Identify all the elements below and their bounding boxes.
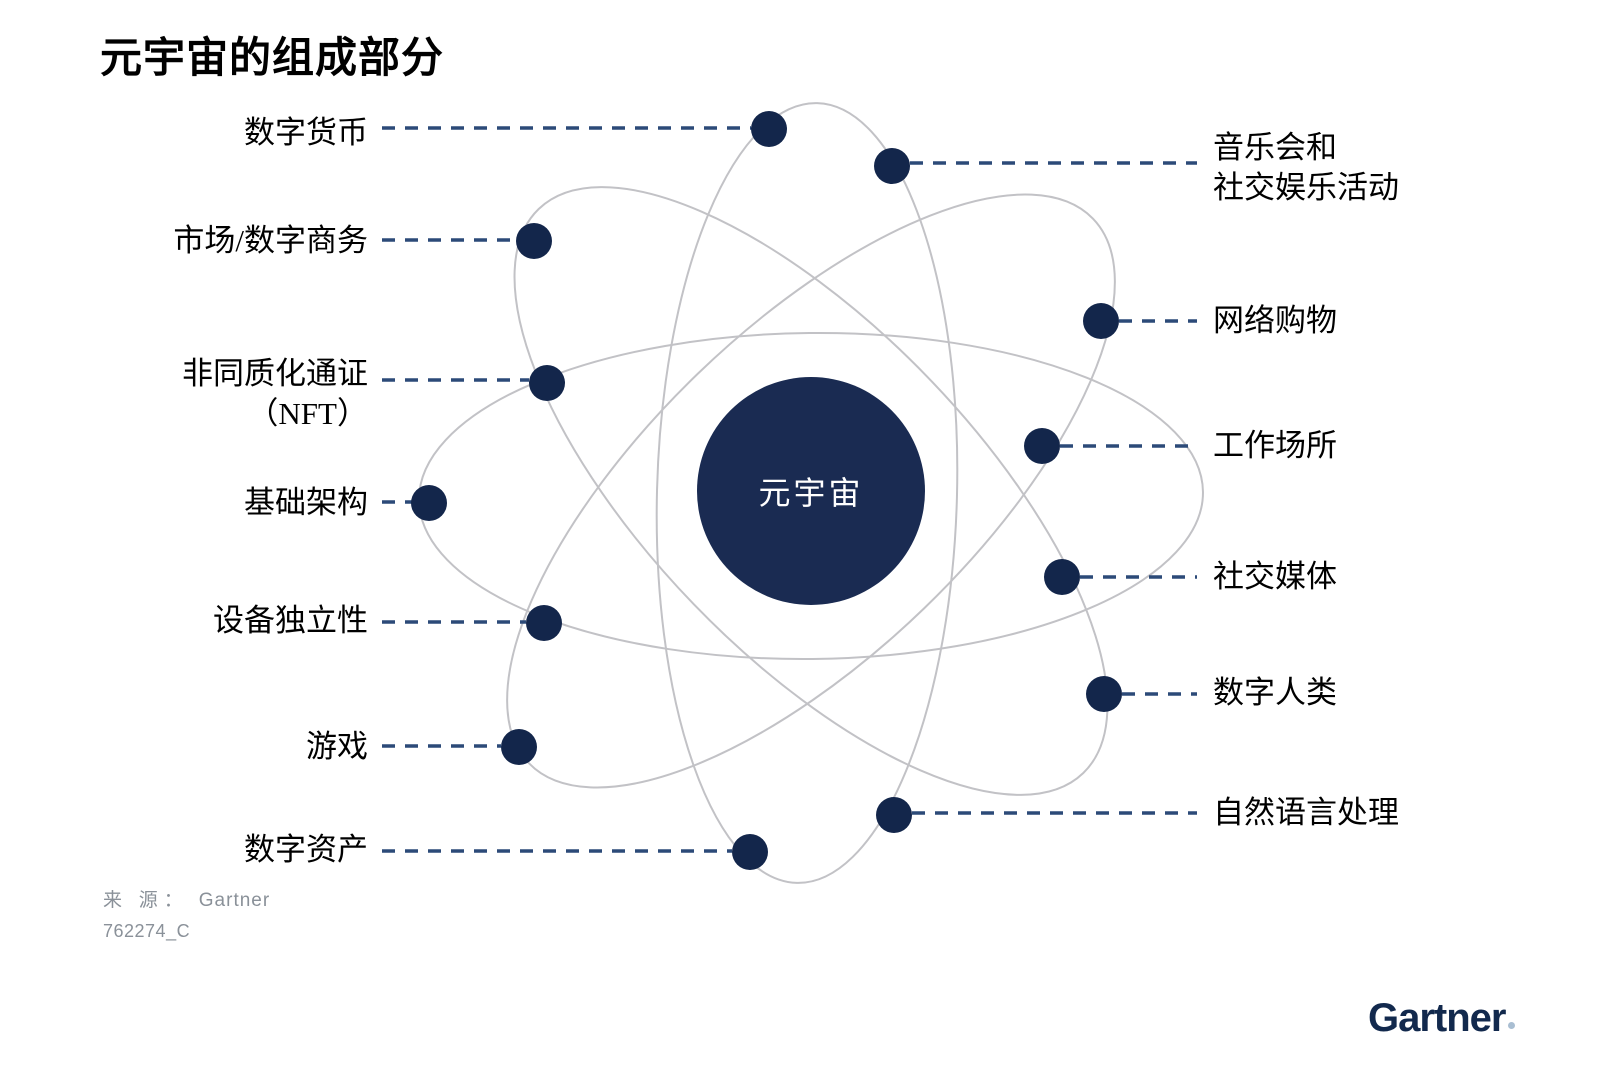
orbit-diagonal-ne — [506, 193, 1116, 789]
label-digital-currency: 数字货币 — [244, 115, 368, 150]
label-social-media: 社交媒体 — [1213, 559, 1337, 594]
label-digital-assets: 数字资产 — [244, 832, 368, 867]
node-dot-infrastructure — [411, 485, 447, 521]
label-nft-line2: （NFT） — [247, 396, 368, 431]
node-dot-marketplace — [516, 223, 552, 259]
node-dot-workplace — [1024, 428, 1060, 464]
connector-group — [382, 126, 1197, 853]
label-online-shopping: 网络购物 — [1213, 303, 1337, 338]
label-nft: 非同质化通证 （NFT） — [182, 354, 368, 434]
label-nlp: 自然语言处理 — [1213, 795, 1399, 830]
node-dot-concerts — [874, 148, 910, 184]
node-dot-digital-humans — [1086, 676, 1122, 712]
label-concerts: 音乐会和 社交娱乐活动 — [1213, 128, 1399, 208]
page-title: 元宇宙的组成部分 — [100, 36, 445, 82]
doc-code: 762274_C — [103, 921, 191, 941]
node-dot-gaming — [501, 729, 537, 765]
orbit-diagonal-nw — [513, 186, 1109, 796]
orbit-vertical — [655, 102, 959, 884]
node-dot-group — [411, 111, 1122, 870]
label-infrastructure: 基础架构 — [244, 485, 368, 520]
gartner-logo-text: Gartner — [1368, 996, 1506, 1040]
label-digital-humans: 数字人类 — [1213, 675, 1337, 710]
node-dot-social-media — [1044, 559, 1080, 595]
registered-mark-icon — [1507, 1022, 1515, 1029]
node-dot-nft — [529, 365, 565, 401]
source-name: Gartner — [198, 890, 271, 911]
node-dot-digital-currency — [751, 111, 787, 147]
node-dot-digital-assets — [732, 834, 768, 870]
label-workplace: 工作场所 — [1213, 428, 1337, 463]
node-dot-nlp — [876, 797, 912, 833]
label-device-independence: 设备独立性 — [213, 603, 368, 638]
label-marketplace: 市场/数字商务 — [173, 223, 368, 258]
node-dot-device-independence — [526, 605, 562, 641]
center-circle — [697, 377, 925, 605]
label-gaming: 游戏 — [306, 729, 368, 764]
source-prefix: 来 源： — [103, 890, 189, 911]
node-dot-online-shopping — [1083, 303, 1119, 339]
label-concerts-line1: 音乐会和 — [1213, 130, 1337, 165]
gartner-logo: Gartner — [1368, 996, 1515, 1041]
source-line: 来 源： Gartner — [103, 885, 270, 912]
label-concerts-line2: 社交娱乐活动 — [1213, 170, 1399, 205]
label-nft-line1: 非同质化通证 — [182, 356, 368, 391]
